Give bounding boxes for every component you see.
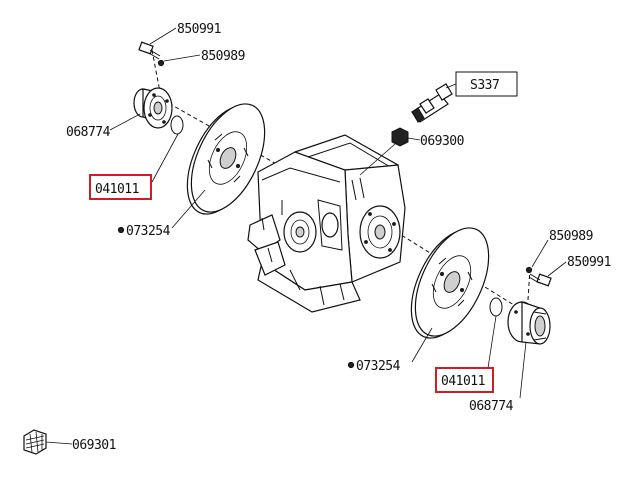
label-washer-top: 850989 (201, 49, 245, 64)
marker-disc-bottom (347, 361, 355, 369)
label-bolt-top: 850991 (177, 22, 221, 37)
marker-disc-top (117, 226, 125, 234)
flange-top[interactable] (133, 87, 173, 129)
disc-bottom[interactable] (396, 217, 503, 349)
leader-flange-bottom (519, 341, 527, 399)
washer-bottom[interactable] (525, 266, 533, 274)
bolt-axis-bottom (527, 267, 531, 301)
flange-bottom[interactable] (507, 301, 551, 345)
label-spare-nut: 069301 (72, 438, 116, 453)
bolt-top[interactable] (138, 41, 161, 60)
label-washer-bottom: 850989 (549, 229, 593, 244)
bolt-axis-top (151, 49, 161, 93)
washer-top[interactable] (157, 59, 165, 67)
label-sensor: S337 (470, 78, 499, 93)
leader-bolt-top (149, 27, 177, 45)
disc-top[interactable] (172, 93, 279, 225)
leader-disc-bottom (411, 327, 433, 363)
leader-spare-nut (45, 441, 73, 445)
leader-nut (407, 137, 421, 141)
leader-washer-top (163, 54, 201, 62)
sensor[interactable] (411, 83, 453, 123)
leader-flange-top (109, 113, 141, 131)
leader-sensor (445, 83, 457, 89)
label-disc-top: 073254 (126, 224, 171, 239)
spare-nut[interactable] (23, 429, 47, 455)
leader-oring-bottom (487, 315, 497, 369)
nut[interactable] (391, 127, 409, 147)
label-flange-top: 068774 (66, 125, 111, 140)
leader-disc-top (171, 189, 206, 229)
sensor-label-box (455, 71, 518, 97)
leader-washer-bottom (531, 239, 549, 268)
label-disc-bottom: 073254 (356, 359, 401, 374)
label-oring-bottom: 041011 (441, 374, 485, 389)
leader-bolt-bottom (547, 261, 567, 277)
highlight-oring-bottom (435, 367, 494, 393)
label-nut: 069300 (420, 134, 464, 149)
bolt-bottom[interactable] (528, 273, 552, 287)
highlight-oring-top (89, 174, 152, 200)
label-oring-top: 041011 (95, 182, 139, 197)
label-bolt-bottom: 850991 (567, 255, 611, 270)
leader-nut-to-housing (359, 143, 396, 176)
gearbox-housing[interactable] (247, 134, 406, 313)
oring-top[interactable] (170, 115, 184, 135)
label-flange-bottom: 068774 (469, 399, 514, 414)
leader-oring-top (151, 133, 179, 183)
oring-bottom[interactable] (489, 297, 503, 317)
